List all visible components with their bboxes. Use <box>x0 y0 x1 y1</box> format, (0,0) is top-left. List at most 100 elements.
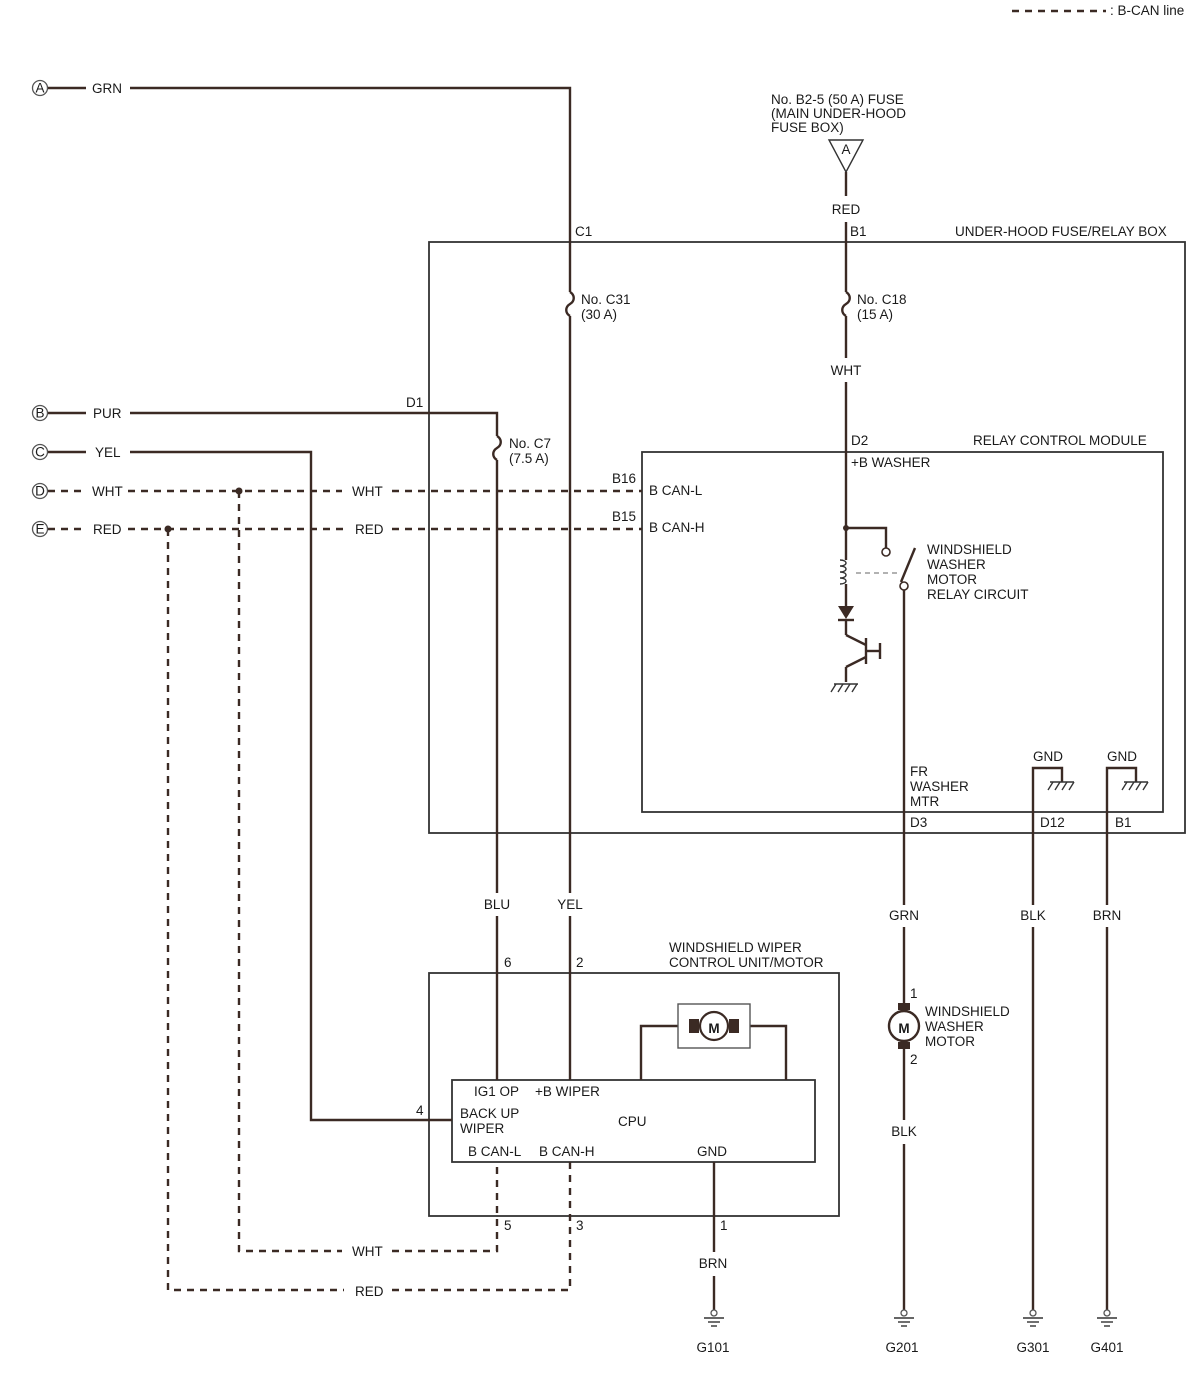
ground-g101-icon <box>704 1309 724 1327</box>
relay-coil-icon <box>839 559 847 585</box>
fuse-c7-name: No. C7 <box>509 436 551 451</box>
diode-icon <box>838 606 854 619</box>
ground-g201: G201 <box>885 1340 918 1355</box>
connector-a: A GRN <box>31 79 122 97</box>
fuse-c31-rating: (30 A) <box>581 307 617 322</box>
relay-ground-icon <box>830 683 858 693</box>
wire-blk-label: BLK <box>1020 908 1046 923</box>
connector-d-circle <box>31 482 49 500</box>
cpu-can-h: B CAN-H <box>539 1144 595 1159</box>
ground-g401: G401 <box>1090 1340 1123 1355</box>
transistor-icon <box>844 633 882 682</box>
wire-red-to-pin3 <box>392 1162 572 1292</box>
washer-motor-label-3: MOTOR <box>925 1034 975 1049</box>
washer-motor-pin1: 1 <box>910 986 918 1001</box>
connector-d: D WHT <box>31 482 123 500</box>
fuse-source-line2: (MAIN UNDER-HOOD <box>771 106 906 121</box>
wire-blk-motor-label: BLK <box>891 1124 917 1139</box>
wire-grn-label: GRN <box>889 908 919 923</box>
wire-gnd-b1 <box>1105 766 1138 905</box>
fuse-source-line3: FUSE BOX) <box>771 120 844 135</box>
connector-b: B PUR <box>31 404 122 422</box>
wire-yel-label: YEL <box>557 897 583 912</box>
ground-g301: G301 <box>1016 1340 1049 1355</box>
wiper-pin-4: 4 <box>416 1103 424 1118</box>
pin-b1-bottom: B1 <box>1115 815 1132 830</box>
wiper-pin-2: 2 <box>576 955 584 970</box>
relay-circuit <box>830 525 917 693</box>
connector-a-wire: GRN <box>92 81 122 96</box>
wire-wht-d-label: WHT <box>352 484 383 499</box>
wiper-unit-title-1: WINDSHIELD WIPER <box>669 940 802 955</box>
wire-red-e-label: RED <box>355 522 384 537</box>
gnd2-icon <box>1121 781 1149 791</box>
fuse-source-symbol: A <box>841 142 850 157</box>
wiper-motor: M <box>639 1003 788 1080</box>
fuse-source-triangle <box>827 139 865 174</box>
connector-c-wire: YEL <box>95 445 121 460</box>
ground-g401-icon <box>1097 1309 1117 1327</box>
washer-motor-icon <box>887 1009 921 1043</box>
gnd-label-1: GND <box>1033 749 1063 764</box>
connector-a-circle <box>31 79 49 97</box>
b-washer-label: +B WASHER <box>851 455 931 470</box>
connector-c-circle <box>31 443 49 461</box>
pin-d1: D1 <box>406 395 423 410</box>
fuse-source-line1: No. B2-5 (50 A) FUSE <box>771 92 904 107</box>
ground-g301-icon <box>1023 1309 1043 1327</box>
cpu-b-wiper: +B WIPER <box>535 1084 600 1099</box>
fuse-relay-box-title: UNDER-HOOD FUSE/RELAY BOX <box>955 224 1167 239</box>
relay-label-3: MOTOR <box>927 572 977 587</box>
wire-grn-a <box>130 86 572 292</box>
connector-e: E RED <box>31 520 122 538</box>
cpu-label: CPU <box>618 1114 647 1129</box>
gnd1-icon <box>1047 781 1075 791</box>
relay-control-module-title: RELAY CONTROL MODULE <box>973 433 1147 448</box>
wire-gnd-d12 <box>1031 766 1064 905</box>
wiper-pin-3: 3 <box>576 1218 584 1233</box>
ground-g101: G101 <box>696 1340 729 1355</box>
wiper-pin-1: 1 <box>720 1218 728 1233</box>
relay-label-2: WASHER <box>927 557 986 572</box>
cpu-backup-2: WIPER <box>460 1121 505 1136</box>
gnd-label-2: GND <box>1107 749 1137 764</box>
connector-d-wire: WHT <box>92 484 123 499</box>
washer-motor-label-2: WASHER <box>925 1019 984 1034</box>
wiper-motor-symbol: M <box>708 1021 719 1036</box>
legend: : B-CAN line <box>1012 3 1184 18</box>
pin-c1: C1 <box>575 224 592 239</box>
wire-wht-c18-label: WHT <box>831 363 862 378</box>
pin-d3: D3 <box>910 815 927 830</box>
wiper-motor-icon <box>698 1010 730 1042</box>
ground-g201-icon <box>894 1309 914 1327</box>
fuse-source: No. B2-5 (50 A) FUSE (MAIN UNDER-HOOD FU… <box>771 92 906 217</box>
wire-brn-g101-label: BRN <box>699 1256 728 1271</box>
wire-wht-to-pin5 <box>392 1162 499 1253</box>
wiper-pin-5: 5 <box>504 1218 512 1233</box>
connector-c-id: C <box>35 445 45 460</box>
wire-red-branch <box>166 529 344 1292</box>
washer-motor-pin2: 2 <box>910 1052 918 1067</box>
wire-wht-branch <box>237 491 342 1253</box>
fuse-c31-symbol <box>565 290 575 318</box>
relay-can-l: B CAN-L <box>649 483 703 498</box>
fuse-c18-rating: (15 A) <box>857 307 893 322</box>
pin-b1-top: B1 <box>850 224 867 239</box>
connector-d-id: D <box>35 484 45 499</box>
connector-e-wire: RED <box>93 522 122 537</box>
wiper-control-unit-box <box>428 972 840 1217</box>
wire-pur-b <box>130 411 499 436</box>
connector-c: C YEL <box>31 443 121 461</box>
wire-brn-label: BRN <box>1093 908 1122 923</box>
connector-a-id: A <box>35 81 44 96</box>
pin-d2: D2 <box>851 433 868 448</box>
relay-label-1: WINDSHIELD <box>927 542 1012 557</box>
connector-b-wire: PUR <box>93 406 122 421</box>
wiper-pin-6: 6 <box>504 955 512 970</box>
fuse-c7-symbol <box>492 434 502 462</box>
connector-e-id: E <box>35 522 44 537</box>
fr-washer-3: MTR <box>910 794 939 809</box>
connector-e-circle <box>31 520 49 538</box>
pin-b15: B15 <box>612 509 636 524</box>
